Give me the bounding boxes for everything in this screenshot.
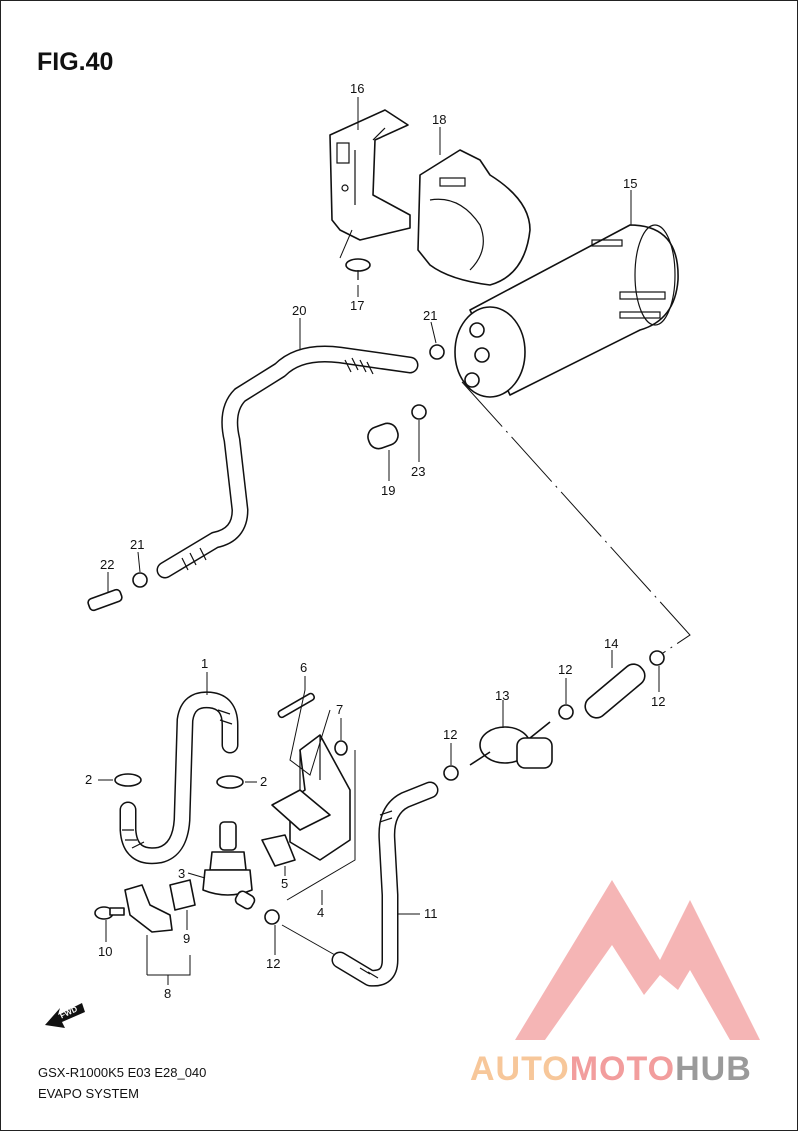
part-7-washer xyxy=(334,718,348,756)
figure-title: FIG.40 xyxy=(37,48,114,76)
part-12-clamp-b xyxy=(558,678,574,720)
part-3-valve xyxy=(187,821,256,910)
callout-11: 11 xyxy=(424,906,438,921)
part-2-clamp-left xyxy=(98,773,142,787)
part-11-hose xyxy=(331,781,439,987)
callout-19: 19 xyxy=(381,483,395,498)
callout-8: 8 xyxy=(164,986,171,1001)
part-23-clamp xyxy=(411,404,427,462)
callout-15: 15 xyxy=(623,176,637,191)
callout-23: 23 xyxy=(411,464,425,479)
callout-6: 6 xyxy=(300,660,307,675)
watermark-auto: AUTO xyxy=(470,1050,570,1088)
callout-12-b: 12 xyxy=(558,662,572,677)
callout-20: 20 xyxy=(292,303,306,318)
callout-3: 3 xyxy=(178,866,185,881)
callout-12-a: 12 xyxy=(651,694,665,709)
part-13-valve xyxy=(469,700,553,769)
callout-2-right: 2 xyxy=(260,774,267,789)
part-18-holder xyxy=(417,127,531,286)
part-6-pin xyxy=(277,676,331,776)
watermark-moto: MOTO xyxy=(569,1050,676,1088)
callout-22: 22 xyxy=(100,557,114,572)
callout-7: 7 xyxy=(336,702,343,717)
callout-21-upper: 21 xyxy=(423,308,437,323)
part-10-bolt xyxy=(94,906,125,942)
part-19-cap xyxy=(367,422,399,481)
callout-10: 10 xyxy=(98,944,112,959)
callout-17: 17 xyxy=(350,298,364,313)
callout-2-left: 2 xyxy=(85,772,92,787)
part-5-clip xyxy=(261,834,296,876)
part-4-bracket-assembly xyxy=(271,734,356,905)
system-name: EVAPO SYSTEM xyxy=(38,1086,139,1101)
part-15-canister xyxy=(454,190,679,398)
part-9-clip xyxy=(169,879,196,930)
part-21-clamp-lower xyxy=(132,551,148,588)
callout-21-lower: 21 xyxy=(130,537,144,552)
callout-12-c: 12 xyxy=(443,727,457,742)
watermark-hub: HUB xyxy=(675,1050,752,1088)
callout-13: 13 xyxy=(495,688,509,703)
part-14-hose xyxy=(584,650,646,719)
connector-line-upper xyxy=(461,381,691,656)
callout-14: 14 xyxy=(604,636,618,651)
callout-5: 5 xyxy=(281,876,288,891)
watermark-text: AUTOMOTOHUB xyxy=(470,1050,752,1089)
callout-18: 18 xyxy=(432,112,446,127)
part-8-clamp-assembly xyxy=(124,884,191,985)
callout-4: 4 xyxy=(317,905,324,920)
callout-1: 1 xyxy=(201,656,208,671)
fwd-arrow-icon: FWD xyxy=(45,1003,85,1028)
part-2-clamp-right xyxy=(216,775,257,789)
part-12-clamp-c xyxy=(443,743,459,781)
callout-12-d: 12 xyxy=(266,956,280,971)
callout-16: 16 xyxy=(350,81,364,96)
part-12-clamp-d xyxy=(264,909,280,955)
callout-9: 9 xyxy=(183,931,190,946)
part-17-screw xyxy=(339,229,371,297)
watermark-logo xyxy=(515,880,760,1040)
model-code: GSX-R1000K5 E03 E28_040 xyxy=(38,1065,207,1080)
part-20-hose xyxy=(156,318,419,579)
connector-line-lower xyxy=(281,924,336,956)
part-22-fitting xyxy=(87,572,123,612)
part-1-hose xyxy=(119,672,239,865)
part-12-clamp-a xyxy=(649,650,665,692)
part-21-clamp-upper xyxy=(429,321,445,360)
part-16-bracket xyxy=(329,97,411,241)
